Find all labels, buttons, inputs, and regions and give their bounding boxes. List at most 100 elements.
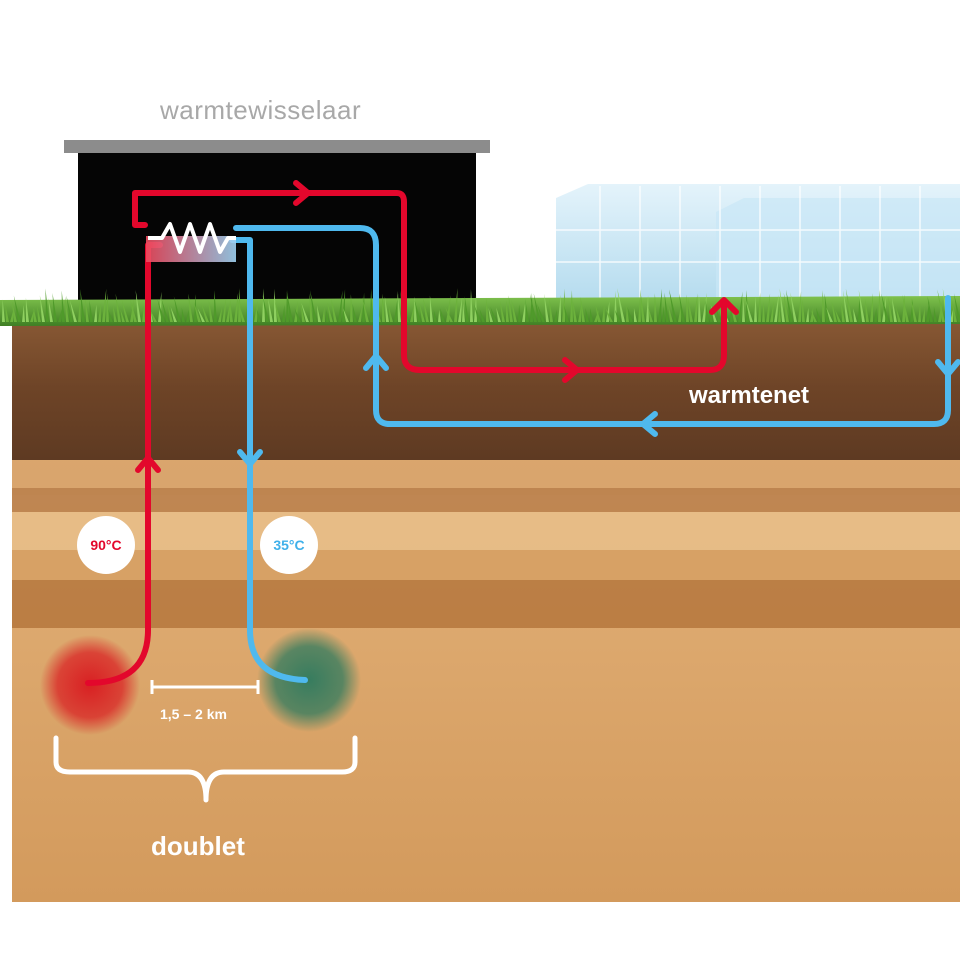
cold-pipe-loop (233, 225, 951, 427)
grass-blade (58, 308, 63, 322)
grass-blade (658, 288, 662, 322)
cold-arrow-left (640, 411, 658, 437)
grass-blade (486, 298, 489, 322)
grass-blade (648, 307, 653, 322)
grass-blade (234, 292, 239, 322)
grass-blade (933, 306, 937, 322)
grass-blade (268, 298, 273, 322)
grass-blade (522, 299, 526, 322)
brown-band (12, 488, 960, 512)
grass-blade (33, 307, 37, 322)
grass-blade (94, 304, 97, 322)
grass-blade (37, 305, 41, 322)
hot-temperature-badge: 90°C (77, 516, 135, 574)
grass-blade (580, 297, 585, 322)
grass-blade (678, 303, 682, 322)
grass-blade (142, 306, 145, 322)
grass-blade (758, 292, 761, 322)
grass-blade (500, 300, 505, 322)
grass-blade (214, 290, 217, 322)
grass-blade (326, 309, 329, 322)
grass-blade (537, 303, 545, 322)
grass-blade (89, 300, 93, 322)
grass-blade (614, 309, 621, 322)
grass-blade (605, 307, 613, 322)
grass-blade (785, 289, 793, 322)
grass-blade (388, 306, 393, 322)
grass-blade (310, 290, 317, 322)
grass-blade (858, 297, 861, 322)
grass-blade (779, 288, 785, 322)
grass-blade (927, 296, 933, 322)
greenhouse-front (716, 198, 960, 300)
grass-blade (488, 308, 493, 322)
grass-blade (254, 300, 258, 322)
grass-blade (66, 295, 73, 322)
grass-blade (511, 299, 517, 322)
grass-blade (61, 290, 65, 322)
distance-label: 1,5 – 2 km (160, 706, 227, 722)
grass-blade (316, 305, 321, 322)
grass-blade (274, 301, 281, 322)
grass-blade (902, 294, 905, 322)
grass-blade (208, 300, 213, 322)
grass-blade (65, 296, 69, 322)
grass-blade (10, 308, 14, 322)
dark-band (12, 580, 960, 628)
grass-blade (446, 295, 451, 322)
building-roof (64, 140, 490, 153)
grass-blade (881, 293, 889, 322)
grass-blade (530, 292, 533, 322)
grass-blade (918, 303, 921, 322)
grass-blade (98, 304, 101, 322)
grass-blade (45, 288, 49, 322)
grass-blade (338, 290, 343, 322)
grass-blade (433, 309, 437, 322)
grass-blade (742, 298, 745, 322)
grass-blade (350, 294, 353, 322)
grass-blade (843, 290, 849, 322)
hot-arrow-top (293, 180, 311, 206)
grass-blade (135, 290, 141, 322)
grass-blade (790, 292, 797, 322)
grass-blade (286, 290, 289, 322)
grass-blade (445, 306, 453, 322)
grass-blade (870, 293, 873, 322)
hot-arrow-up-net (709, 297, 739, 315)
grass-blade (802, 299, 805, 322)
grass-blade (953, 293, 960, 322)
grass-blade (544, 294, 549, 322)
grass-blade (617, 288, 625, 322)
grass-blade (397, 290, 401, 322)
grass-blade (845, 288, 853, 322)
grass-blade (394, 293, 399, 322)
grass-blade (186, 309, 189, 322)
grass-blade (937, 289, 945, 322)
grass-blade (806, 307, 809, 322)
grass-blade (654, 293, 657, 322)
grass-blade (414, 299, 421, 322)
grass-blade (738, 291, 743, 322)
grass-blade (496, 307, 501, 322)
grass-blade (130, 299, 137, 322)
cold-temperature-badge: 35°C (260, 516, 318, 574)
distance-line (150, 680, 260, 694)
grass-blade (358, 306, 363, 322)
grass-blade (80, 288, 85, 322)
grass-blade (352, 303, 357, 322)
grass-blade (668, 304, 673, 322)
grass-blade (262, 295, 269, 322)
grass-blade (715, 306, 721, 322)
grass-blade (309, 293, 313, 322)
grass-blade (342, 289, 346, 322)
grass-blade (570, 290, 573, 322)
grass-blade (585, 307, 589, 322)
grass-blade (13, 295, 21, 322)
grass-blade (679, 293, 685, 322)
grass-blade (170, 306, 177, 322)
ground-layers (12, 315, 960, 902)
grass-blade (167, 304, 173, 322)
grass-blade (558, 294, 561, 322)
grass-blade (533, 293, 541, 322)
